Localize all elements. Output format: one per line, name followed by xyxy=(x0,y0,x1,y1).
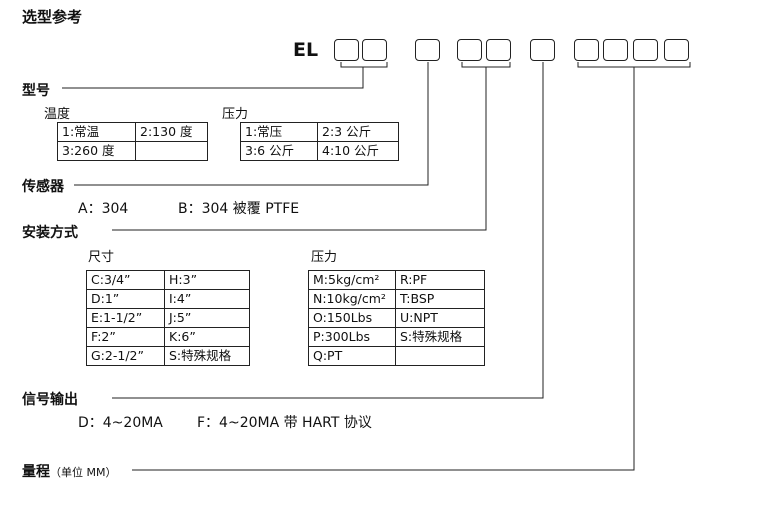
table-cell: D:1” xyxy=(86,289,165,309)
table-cell: 1:常压 xyxy=(240,122,318,142)
model-bracket xyxy=(340,62,388,68)
table-cell: 2:130 度 xyxy=(135,122,208,142)
temperature-label: 温度 xyxy=(44,107,71,122)
code-box-mount-2 xyxy=(486,39,511,61)
table-row: M:5kg/cm² R:PF xyxy=(308,270,485,290)
table-row: 3:6 公斤 4:10 公斤 xyxy=(240,141,399,161)
range-label-group: 量程（单位 MM） xyxy=(22,461,116,481)
table-cell: G:2-1/2” xyxy=(86,346,165,366)
range-label: 量程 xyxy=(22,464,50,480)
signal-connector xyxy=(112,62,544,399)
table-row: E:1-1/2” J:5” xyxy=(86,308,250,328)
table-cell: J:5” xyxy=(164,308,250,328)
range-bracket xyxy=(577,62,691,68)
table-row: G:2-1/2” S:特殊规格 xyxy=(86,346,250,366)
table-cell: C:3/4” xyxy=(86,270,165,290)
mounting-pressure-table: M:5kg/cm² R:PF N:10kg/cm² T:BSP O:150Lbs… xyxy=(308,270,485,366)
size-table: C:3/4” H:3” D:1” I:4” E:1-1/2” J:5” F:2”… xyxy=(86,270,250,366)
table-cell: 4:10 公斤 xyxy=(317,141,399,161)
table-row: N:10kg/cm² T:BSP xyxy=(308,289,485,309)
table-cell: R:PF xyxy=(395,270,485,290)
mounting-bracket xyxy=(461,62,511,68)
range-connector xyxy=(132,67,635,471)
table-row: C:3/4” H:3” xyxy=(86,270,250,290)
code-box-sensor xyxy=(415,39,440,61)
model-connector xyxy=(62,67,364,89)
table-cell: H:3” xyxy=(164,270,250,290)
sensor-option-b: B：304 被覆 PTFE xyxy=(178,201,300,217)
mounting-connector xyxy=(112,67,487,231)
temperature-table: 1:常温 2:130 度 3:260 度 xyxy=(57,122,208,161)
table-cell: U:NPT xyxy=(395,308,485,328)
model-pressure-table: 1:常压 2:3 公斤 3:6 公斤 4:10 公斤 xyxy=(240,122,399,161)
table-cell: P:300Lbs xyxy=(308,327,396,347)
table-cell: 1:常温 xyxy=(57,122,136,142)
model-pressure-label: 压力 xyxy=(222,107,249,122)
table-row: O:150Lbs U:NPT xyxy=(308,308,485,328)
table-cell: F:2” xyxy=(86,327,165,347)
code-box-range-3 xyxy=(633,39,658,61)
sensor-label: 传感器 xyxy=(22,179,64,195)
table-row: D:1” I:4” xyxy=(86,289,250,309)
table-cell: S:特殊规格 xyxy=(395,327,485,347)
table-cell: T:BSP xyxy=(395,289,485,309)
table-cell: I:4” xyxy=(164,289,250,309)
table-cell xyxy=(395,346,485,366)
table-row: 1:常温 2:130 度 xyxy=(57,122,208,142)
table-row: Q:PT xyxy=(308,346,485,366)
table-cell: S:特殊规格 xyxy=(164,346,250,366)
code-box-range-1 xyxy=(574,39,599,61)
table-row: F:2” K:6” xyxy=(86,327,250,347)
size-label: 尺寸 xyxy=(88,250,115,265)
code-prefix: EL xyxy=(293,39,319,61)
code-box-range-2 xyxy=(603,39,628,61)
table-cell: M:5kg/cm² xyxy=(308,270,396,290)
code-box-mount-1 xyxy=(457,39,482,61)
mounting-label: 安装方式 xyxy=(22,225,78,241)
page-title: 选型参考 xyxy=(22,8,83,26)
sensor-option-a: A：304 xyxy=(78,201,129,217)
table-row: 1:常压 2:3 公斤 xyxy=(240,122,399,142)
table-row: P:300Lbs S:特殊规格 xyxy=(308,327,485,347)
table-cell: N:10kg/cm² xyxy=(308,289,396,309)
range-unit-note: （单位 MM） xyxy=(50,466,117,479)
code-box-model-2 xyxy=(362,39,387,61)
table-cell xyxy=(135,141,208,161)
table-row: 3:260 度 xyxy=(57,141,208,161)
table-cell: 3:260 度 xyxy=(57,141,136,161)
table-cell: O:150Lbs xyxy=(308,308,396,328)
code-box-signal xyxy=(530,39,555,61)
signal-label: 信号输出 xyxy=(22,392,78,408)
code-box-range-4 xyxy=(664,39,689,61)
table-cell: 3:6 公斤 xyxy=(240,141,318,161)
signal-option-f: F：4~20MA 带 HART 协议 xyxy=(197,415,372,431)
signal-option-d: D：4~20MA xyxy=(78,415,163,431)
table-cell: Q:PT xyxy=(308,346,396,366)
mounting-pressure-label: 压力 xyxy=(311,250,338,265)
code-box-model-1 xyxy=(334,39,359,61)
model-label: 型号 xyxy=(22,83,50,99)
table-cell: E:1-1/2” xyxy=(86,308,165,328)
table-cell: K:6” xyxy=(164,327,250,347)
sensor-connector xyxy=(74,62,429,186)
table-cell: 2:3 公斤 xyxy=(317,122,399,142)
